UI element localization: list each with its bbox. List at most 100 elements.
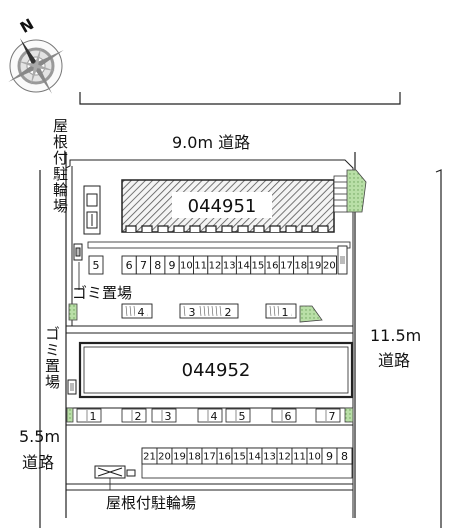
parking-row-south: 1 2 3 4 5 6 7 (76, 408, 341, 423)
parking-stall-bottom-11-label: 11 (293, 452, 306, 463)
bike-parking-south (94, 465, 136, 479)
parking-stall-north-16: 16 (264, 255, 280, 275)
shrub-south-right (344, 407, 354, 423)
site-boundary (65, 159, 354, 518)
parking-stall-south-4: 4 (197, 408, 223, 423)
shrub-northeast (346, 169, 367, 213)
parking-stall-middle-3-label: 3 (189, 306, 196, 319)
parking-stall-north-12: 12 (207, 255, 223, 275)
bike-parking-label-vertical: 屋根付駐輪場 (51, 118, 69, 214)
garbage-box-top (73, 243, 83, 261)
building-name-south: 044952 (182, 360, 251, 381)
parking-stall-north-18: 18 (293, 255, 309, 275)
parking-stall-north-10-label: 10 (180, 261, 193, 272)
parking-stall-south-6: 6 (271, 408, 297, 423)
parking-stall-middle-1-label: 1 (282, 306, 289, 319)
parking-stall-south-1-label: 1 (90, 410, 97, 423)
compass-north-label: N (17, 15, 37, 37)
parking-stall-north-11-label: 11 (194, 261, 207, 272)
parking-stall-north-9-label: 9 (169, 259, 176, 272)
parking-stall-north-13-label: 13 (223, 261, 236, 272)
road-edges (39, 92, 442, 528)
parking-stall-bottom-17: 17 (201, 447, 218, 465)
parking-stall-bottom-20-label: 20 (158, 452, 171, 463)
parking-stall-north-14-label: 14 (237, 261, 250, 272)
left-road-width: 5.5m (19, 427, 60, 446)
building-044951: 044951 (121, 179, 335, 233)
building-balconies (125, 225, 329, 232)
compass-rose-icon (8, 38, 64, 94)
parking-stall-bottom-12-label: 12 (278, 452, 291, 463)
parking-stall-south-7-label: 7 (329, 410, 336, 423)
parking-stall-north-7-label: 7 (140, 259, 147, 272)
parking-stall-bottom-21-label: 21 (143, 452, 156, 463)
parking-stall-north-10: 10 (178, 255, 194, 275)
garbage-label-top: ゴミ置場 (72, 284, 132, 302)
parking-stall-north-12-label: 12 (209, 261, 222, 272)
parking-stall-north-8: 8 (150, 255, 166, 275)
parking-stall-bottom-14-label: 14 (248, 452, 261, 463)
parking-stall-bottom-16-label: 16 (218, 452, 231, 463)
parking-stall-north-19-label: 19 (309, 261, 322, 272)
parking-stall-bottom-15-label: 15 (233, 452, 246, 463)
parking-stall-bottom-8: 8 (336, 447, 353, 465)
parking-stall-north-16-label: 16 (266, 261, 279, 272)
parking-stall-bottom-9-label: 9 (326, 450, 333, 463)
parking-stall-south-2: 2 (121, 408, 147, 423)
parking-stall-north-6: 6 (121, 255, 137, 275)
parking-block-middle-0: 4 (121, 303, 153, 319)
parking-stall-bottom-13-label: 13 (263, 452, 276, 463)
parking-stall-north-15-label: 15 (251, 261, 264, 272)
parking-stall-south-5: 5 (225, 408, 251, 423)
parking-stall-bottom-18-label: 18 (188, 452, 201, 463)
parking-stall-north-11: 11 (193, 255, 209, 275)
parking-stall-north-18-label: 18 (294, 261, 307, 272)
parking-stall-north-7: 7 (135, 255, 152, 275)
parking-stall-north-8-label: 8 (154, 259, 161, 272)
parking-stall-bottom-9: 9 (321, 447, 338, 465)
parking-stall-north-5: 5 (88, 255, 104, 275)
parking-stall-bottom-14: 14 (246, 447, 263, 465)
parking-stall-south-6-label: 6 (285, 410, 292, 423)
building-name-north: 044951 (188, 196, 257, 217)
parking-stall-bottom-18: 18 (186, 447, 203, 465)
parking-stall-bottom-19-label: 19 (173, 452, 186, 463)
parking-stall-north-17: 17 (278, 255, 295, 275)
parking-block-middle-2: 1 (265, 303, 297, 319)
parking-stall-south-5-label: 5 (239, 410, 246, 423)
parking-stall-south-1: 1 (76, 408, 102, 423)
parking-stall-bottom-12: 12 (276, 447, 293, 465)
right-road-width: 11.5m (370, 326, 421, 345)
parking-stall-north-17-label: 17 (280, 261, 293, 272)
parking-stall-north-15: 15 (250, 255, 266, 275)
parking-stall-north-19: 19 (307, 255, 323, 275)
parking-stall-bottom-19: 19 (171, 447, 188, 465)
parking-stall-south-4-label: 4 (211, 410, 218, 423)
parking-stall-bottom-21: 21 (141, 447, 158, 465)
parking-stall-bottom-10: 10 (306, 447, 323, 465)
parking-stall-south-3: 3 (151, 408, 177, 423)
parking-stall-north-20-label: 20 (323, 261, 336, 272)
parking-stall-south-3-label: 3 (165, 410, 172, 423)
parking-stall-middle-2-label: 2 (225, 306, 232, 319)
parking-stall-bottom-11: 11 (291, 447, 308, 465)
shrub-middle-right (299, 305, 323, 323)
parking-stall-north-6-label: 6 (126, 259, 133, 272)
top-road-label: 9.0m 道路 (172, 133, 250, 152)
parking-stall-north-13: 13 (221, 255, 237, 275)
right-road-name: 道路 (378, 351, 410, 370)
garbage-label-left-vertical: ゴミ置場 (43, 326, 61, 390)
parking-stall-bottom-8-label: 8 (341, 450, 348, 463)
parking-stall-south-7: 7 (315, 408, 341, 423)
left-road-name: 道路 (22, 453, 54, 472)
parking-stall-bottom-20: 20 (156, 447, 173, 465)
parking-stall-bottom-13: 13 (261, 447, 278, 465)
bike-parking-label-bottom: 屋根付駐輪場 (106, 494, 196, 512)
parking-stall-bottom-10-label: 10 (308, 452, 321, 463)
bike-parking-north (83, 185, 101, 235)
building-044952: 044952 (78, 341, 354, 399)
